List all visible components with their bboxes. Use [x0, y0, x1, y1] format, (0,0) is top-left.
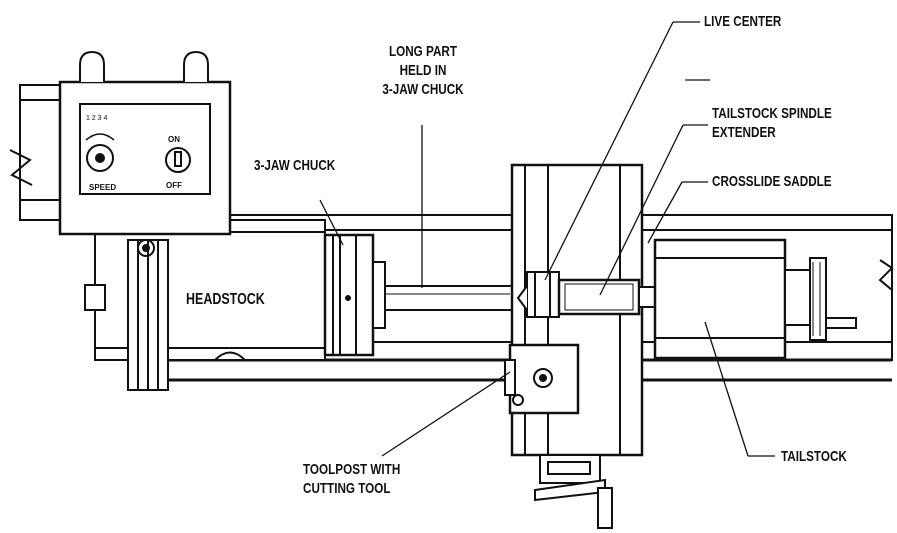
speed-dial-mark: 1 2 3 4 — [86, 115, 108, 122]
label-toolpost: TOOLPOST WITH CUTTING TOOL — [303, 461, 401, 497]
tailstock-spindle-extender — [557, 278, 658, 316]
live-center — [516, 271, 560, 318]
label-three-jaw-chuck: 3-JAW CHUCK — [254, 157, 336, 174]
label-tailstock-spindle-extender: TAILSTOCK SPINDLE EXTENDER — [712, 105, 832, 141]
headstock — [84, 219, 326, 391]
label-tailstock: TAILSTOCK — [781, 448, 847, 465]
label-headstock: HEADSTOCK — [186, 291, 265, 308]
speed-caption: SPEED — [89, 183, 116, 192]
switch-on-caption: ON — [168, 135, 180, 144]
toolpost — [504, 343, 580, 415]
label-live-center: LIVE CENTER — [704, 13, 782, 30]
three-jaw-chuck — [323, 233, 386, 357]
label-long-part: LONG PART HELD IN 3-JAW CHUCK — [382, 43, 464, 98]
control-box — [58, 50, 232, 236]
tailstock — [653, 238, 857, 360]
long-part — [384, 278, 533, 318]
switch-off-caption: OFF — [166, 181, 182, 190]
leader-lines — [319, 21, 775, 457]
label-crosslide-saddle: CROSSLIDE SADDLE — [712, 173, 832, 190]
